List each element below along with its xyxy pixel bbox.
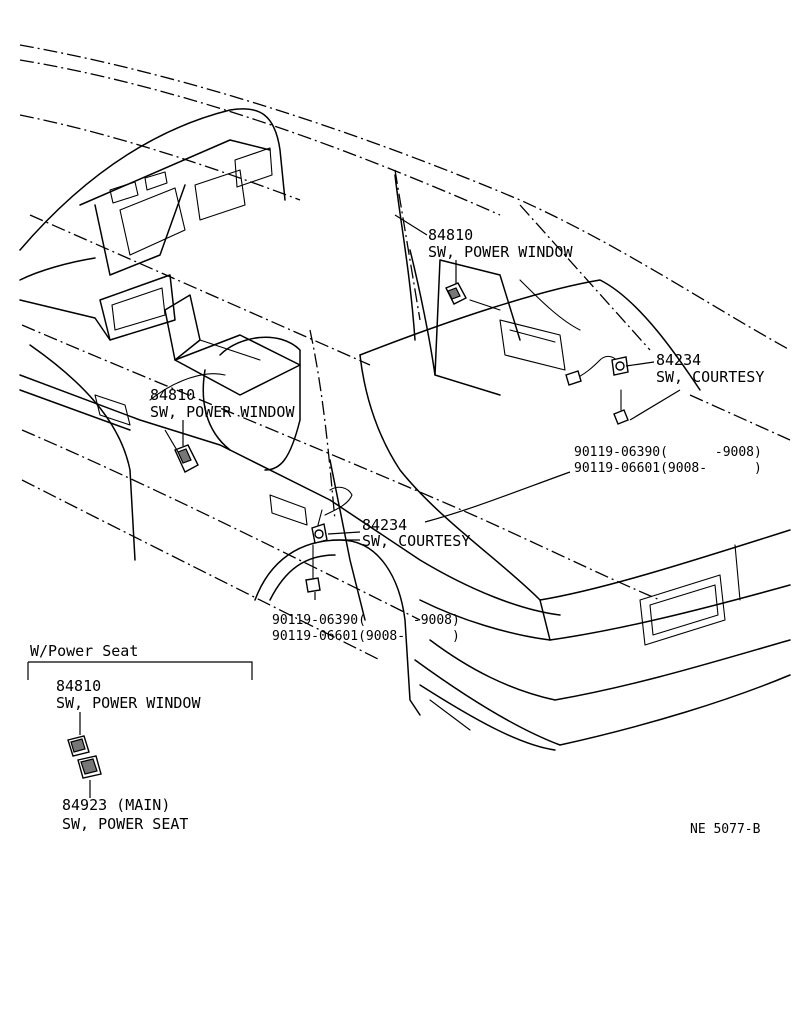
callout-front-screw-line1: 90119-06390( -9008): [272, 613, 460, 628]
car-body-drawing: [19, 44, 791, 751]
callout-front-courtesy-number: 84234: [362, 516, 407, 534]
power-window-switch-rear-icon: [445, 282, 467, 305]
callout-front-power-window-number: 84810: [150, 386, 195, 404]
callout-rear-courtesy-name: SW, COURTESY: [656, 368, 764, 386]
inset-power-window-switch-icon: [67, 735, 90, 757]
parts: [174, 282, 629, 593]
inset-title: W/Power Seat: [30, 642, 138, 660]
inset-power-window-name: SW, POWER WINDOW: [56, 694, 201, 712]
screw-rear-icon: [613, 389, 629, 425]
callout-rear-screw-line2: 90119-06601(9008- ): [574, 461, 762, 476]
screw-front-icon: [305, 544, 321, 593]
callout-labels: 84810 SW, POWER WINDOW 84810 SW, POWER W…: [150, 226, 764, 644]
courtesy-switch-rear-icon: [565, 355, 629, 386]
callout-rear-power-window-name: SW, POWER WINDOW: [428, 243, 573, 261]
callout-front-power-window-name: SW, POWER WINDOW: [150, 403, 295, 421]
courtesy-switch-front-icon: [311, 486, 353, 544]
leader-lines: [164, 214, 681, 600]
inset-power-window-number: 84810: [56, 677, 101, 695]
inset-power-seat-name: SW, POWER SEAT: [62, 815, 188, 833]
callout-rear-courtesy-number: 84234: [656, 351, 701, 369]
inset-power-seat-number: 84923 (MAIN): [62, 796, 170, 814]
callout-front-screw-line2: 90119-06601(9008- ): [272, 629, 460, 644]
figure-code: NE 5077-B: [690, 822, 761, 837]
power-seat-inset: W/Power Seat 84810 SW, POWER WINDOW 8492…: [27, 642, 253, 833]
callout-front-courtesy-name: SW, COURTESY: [362, 532, 470, 550]
inset-power-seat-switch-icon: [77, 755, 102, 779]
power-window-switch-front-icon: [174, 444, 199, 473]
callout-rear-power-window-number: 84810: [428, 226, 473, 244]
callout-rear-screw-line1: 90119-06390( -9008): [574, 445, 762, 460]
